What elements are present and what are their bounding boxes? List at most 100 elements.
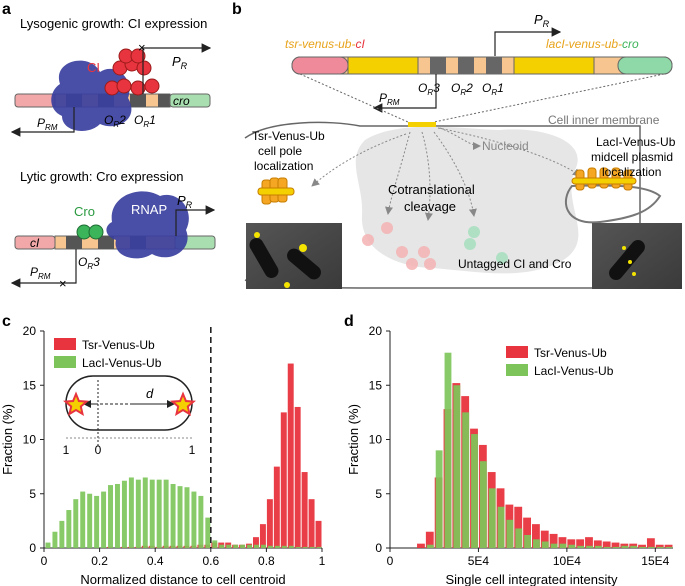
bar-laci [462,412,470,548]
bar-laci [198,495,204,548]
bar-laci [302,546,308,548]
bar-laci [274,545,280,548]
or1-label-a: OR1 [134,113,156,129]
bar-laci [435,450,443,548]
bar-laci [170,483,176,548]
bar-laci [247,544,252,548]
rnap-blob-lysogenic [51,60,132,131]
y-tick-label: 5 [29,487,36,501]
laci-loc-3: localization [602,165,661,179]
laci-loc-2: midcell plasmid [591,150,673,164]
bar-tsr [620,543,629,548]
legend-label: Tsr-Venus-Ub [82,338,155,352]
prm-label-b: PRM [379,91,400,107]
bar-tsr [655,544,664,548]
bar-tsr [287,363,294,548]
x-tick-label: 15E4 [641,554,669,568]
x-tick-label: 5E4 [468,554,490,568]
bar-laci [630,545,638,548]
or3-label-b: OR3 [418,81,440,97]
panel-b: b tsr-venus-ub-cI lacI-venus-ub-cro PR O… [232,1,682,289]
bar-laci [177,486,183,548]
membrane-label: Cell inner membrane [548,113,660,127]
bar-laci [94,495,100,548]
prm-arrow-lysogenic [10,107,75,137]
cotrans-2: cleavage [404,199,456,214]
tsr-cluster-icon [257,177,295,205]
legend-swatch [54,356,76,368]
or2-label-b: OR2 [451,81,473,97]
x-axis-label: Single cell integrated intensity [446,572,618,586]
arrow-down-1 [385,131,411,215]
x-tick-label: 0 [41,554,48,568]
bar-laci [497,506,505,548]
bar-tsr [629,543,638,548]
legend-label: LacI-Venus-Ub [534,364,614,378]
micrograph-laci [592,223,682,289]
legend-label: LacI-Venus-Ub [82,356,162,370]
panel-b-label: b [232,1,242,18]
bar-laci [219,544,225,548]
cross-x-lysogenic: × [138,40,146,55]
y-tick-label: 10 [23,433,37,447]
construct-bar [291,56,673,75]
bar-laci [559,543,567,548]
bar-laci [612,546,620,548]
bar-tsr [523,517,531,548]
bar-laci [295,546,301,548]
panel-a-label: a [2,1,11,18]
panel-a: a Lysogenic growth: CI expression cro [2,1,216,291]
pr-arrow-lysogenic [142,43,212,94]
inset-star-left [63,391,89,416]
legend-swatch [506,364,528,376]
y-tick-label: 0 [29,541,36,555]
bar-laci [156,479,162,548]
x-tick-label: 10E4 [553,554,581,568]
bar-laci [550,543,558,548]
bar-laci [603,546,611,548]
prm-label-a1: PRM [37,116,58,132]
inset-tick-label: 1 [189,443,196,457]
bar-laci [128,477,134,548]
bar-laci [281,545,287,548]
cro-gene-label: cro [173,94,190,108]
prm-label-a2: PRM [30,265,51,281]
legend-swatch [54,338,76,350]
bar-laci [226,544,232,548]
x-axis-label: Normalized distance to cell centroid [80,572,285,586]
construct-left: tsr-venus-ub-cI [285,37,365,51]
inset-star-right [170,391,196,416]
bar-laci [471,434,478,548]
bar-tsr [638,544,646,548]
bar-laci [656,546,664,548]
bar-laci [479,461,487,548]
bar-laci [142,477,148,548]
tsr-loc-3: localization [254,159,313,173]
zoom-line-right [433,73,665,123]
y-tick-label: 15 [369,378,383,392]
x-tick-label: 0.2 [91,554,108,568]
bar-tsr [308,499,315,548]
or3-label-a: OR3 [78,255,100,271]
x-tick-label: 0 [387,554,394,568]
or1-label-b: OR1 [482,81,504,97]
bar-tsr [266,499,273,548]
translation-strip [408,122,436,127]
bar-laci [45,542,51,548]
bar-laci [254,544,259,548]
arrow-to-plasmid [437,127,581,177]
bar-tsr [585,537,593,548]
y-axis-label: Fraction (%) [346,404,361,475]
prm-arrow-lytic [10,249,77,288]
arrow-down-3 [433,131,477,217]
rnap-label: RNAP [131,202,167,217]
y-axis-label: Fraction (%) [0,404,15,475]
bar-laci [426,544,434,548]
inset-tick-label: 1 [63,443,70,457]
bar-laci [66,510,72,548]
bar-laci [260,544,266,548]
bar-laci [135,479,141,548]
cro-protein-label: Cro [74,204,95,219]
